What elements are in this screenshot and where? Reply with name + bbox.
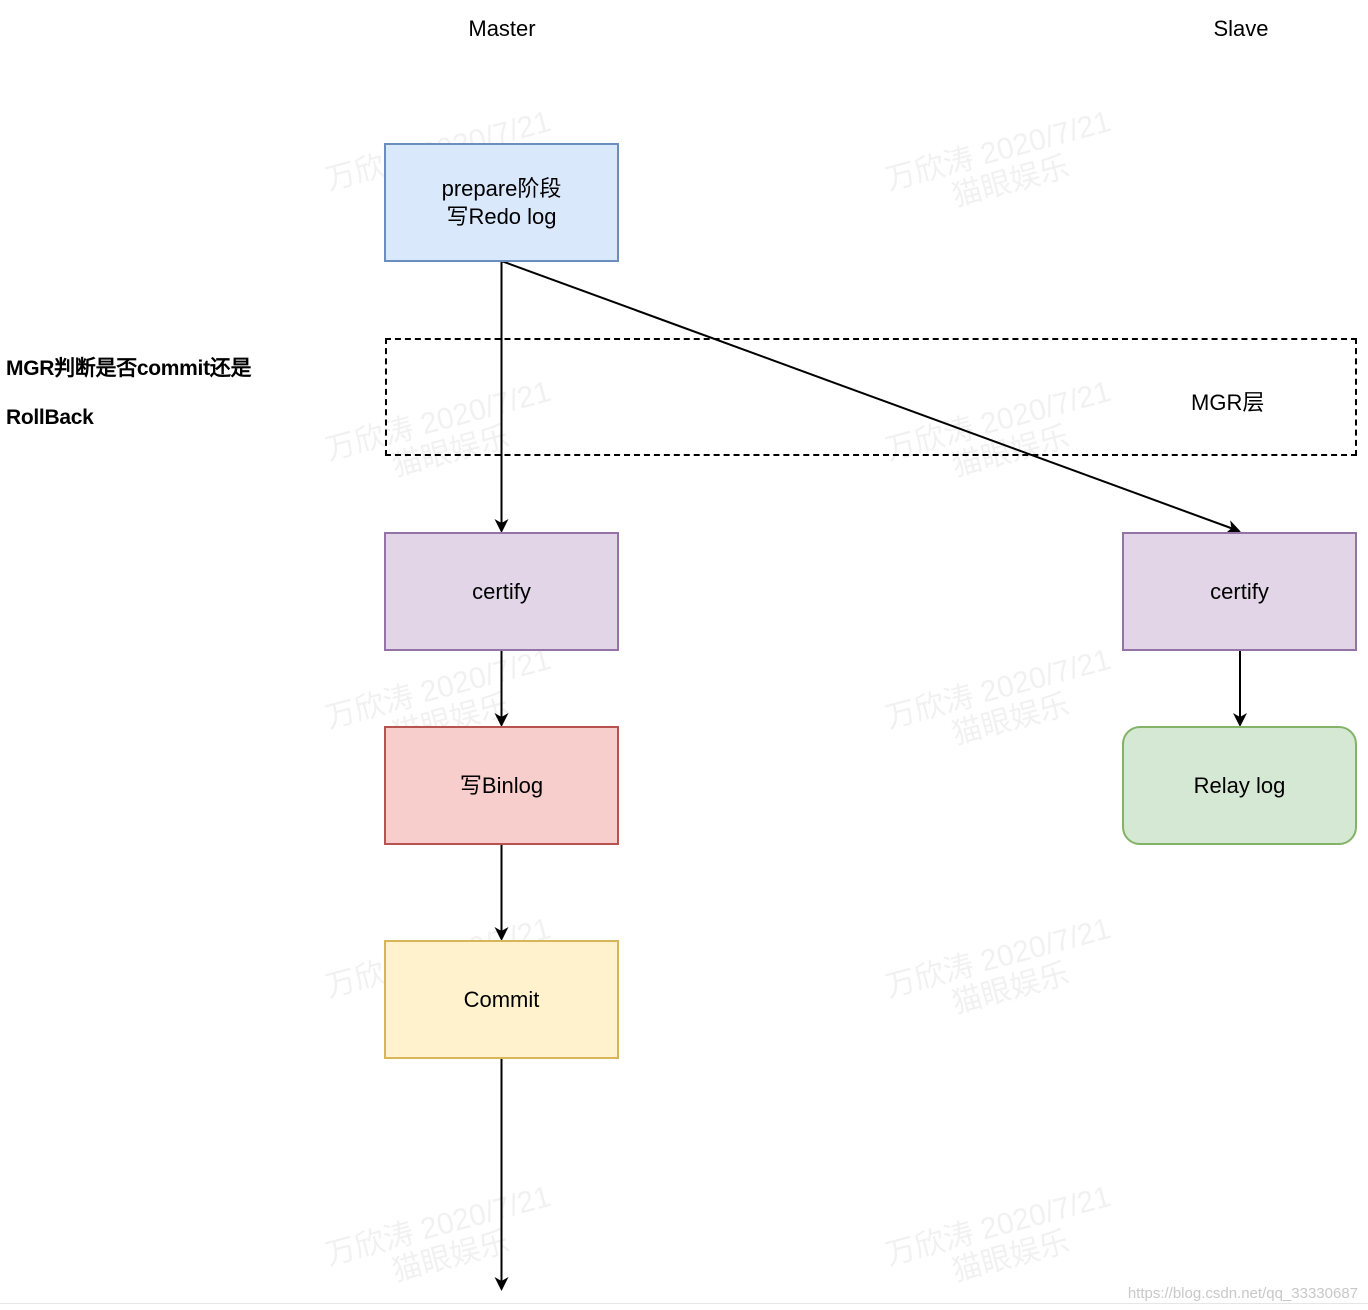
bottom-divider <box>0 1303 1368 1304</box>
mgr-layer-label: MGR层 <box>1191 390 1265 415</box>
relay-log-node: Relay log <box>1122 726 1357 845</box>
mgr-decision-note-line2: RollBack <box>6 406 94 429</box>
commit-node: Commit <box>384 940 619 1059</box>
source-url: https://blog.csdn.net/qq_33330687 <box>1127 1285 1358 1302</box>
mgr-layer-zone <box>385 338 1357 456</box>
prepare-phase-node: prepare阶段 写Redo log <box>384 143 619 262</box>
master-column-label: Master <box>468 16 536 41</box>
edge-prepare-to-certify-slave <box>501 260 1241 534</box>
slave-certify-node: certify <box>1122 532 1357 651</box>
write-redo-log-text: 写Redo log <box>446 203 557 229</box>
master-certify-node: certify <box>384 532 619 651</box>
mgr-decision-note-line1: MGR判断是否commit还是 <box>6 357 252 380</box>
slave-column-label: Slave <box>1213 16 1269 41</box>
write-binlog-node: 写Binlog <box>384 726 619 845</box>
prepare-phase-title: prepare阶段 <box>441 176 562 201</box>
